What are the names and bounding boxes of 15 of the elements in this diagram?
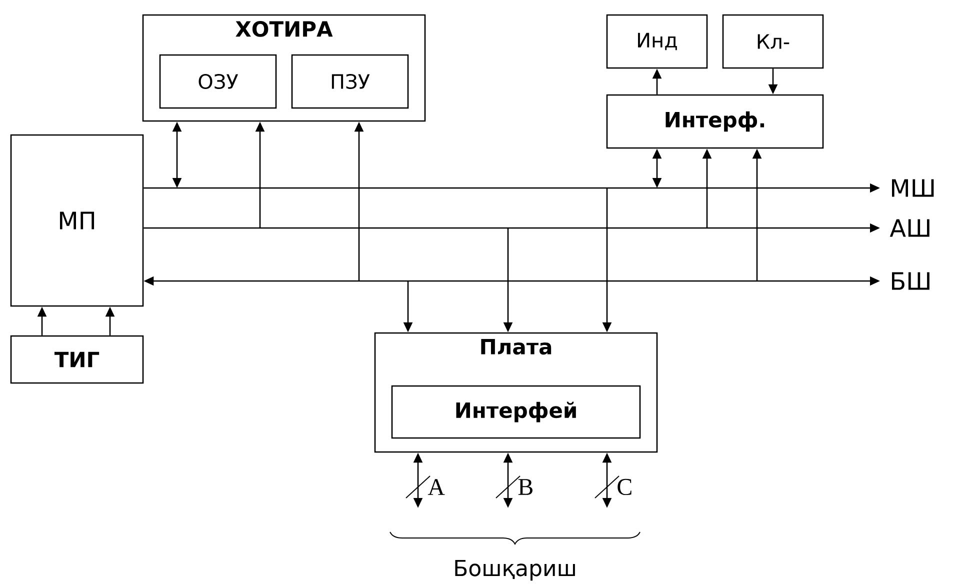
group-label: Бошқариш [455,560,575,581]
bus-label: МШ [892,179,934,197]
clock-generator-box: ТИГ [10,335,144,384]
bus-label: АШ [890,219,930,237]
processor-box: МП [10,134,144,307]
edge-label: B [518,479,532,495]
bus-label: БШ [892,272,930,290]
interface-box: Интерфей [391,385,641,439]
indicator-box: Инд [606,14,708,69]
interface-box: Интерф. [606,94,824,149]
keyboard-box: Кл- [722,14,824,69]
edge-label: A [428,479,445,495]
rom-box: ПЗУ [291,54,409,109]
edge-label: C [618,478,632,496]
ram-box: ОЗУ [159,54,277,109]
